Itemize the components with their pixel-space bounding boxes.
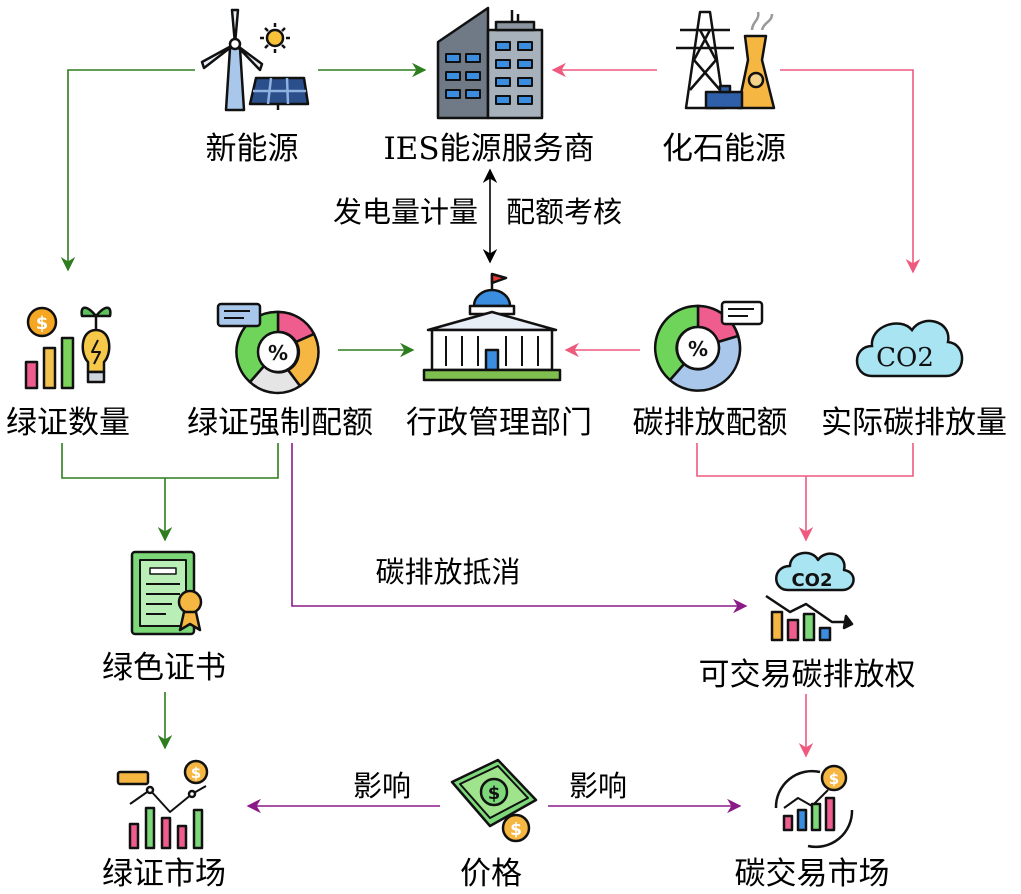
edge-new-energy-to-cert-quantity <box>60 69 195 272</box>
node-carbon-quota: 碳排放配额 <box>633 405 788 441</box>
node-tradable-carbon-right: 可交易碳排放权 <box>699 657 916 693</box>
node-new-energy: 新能源 <box>206 131 299 167</box>
quota-donut-icon: % <box>216 302 320 395</box>
edge-quota-offset <box>291 443 748 614</box>
label-influence-right: 影响 <box>569 769 627 803</box>
node-carbon-market: 碳交易市场 <box>735 856 890 892</box>
edge-cert-merge-to-green-cert <box>61 443 279 479</box>
banknote-icon: $ $ <box>450 758 538 843</box>
node-price: 价格 <box>460 856 522 892</box>
carbon-quota-donut-icon: % <box>653 300 764 392</box>
edge-fossil-to-actual-emission <box>780 69 921 274</box>
office-building-icon <box>436 6 544 120</box>
node-admin-dept: 行政管理部门 <box>406 405 592 441</box>
dollar-glyph-3: $ <box>488 783 501 804</box>
node-actual-emission: 实际碳排放量 <box>821 405 1007 441</box>
dollar-glyph: $ <box>36 313 49 334</box>
co2-cloud-icon: CO2 <box>855 319 964 378</box>
edge-labels: 发电量计量 配额考核 碳排放抵消 影响 影响 <box>333 195 627 803</box>
government-building-icon <box>422 272 562 382</box>
green-cert-quantity-icon: $ <box>24 306 112 390</box>
node-fossil-energy: 化石能源 <box>662 131 786 167</box>
label-influence-left: 影响 <box>353 769 411 803</box>
wind-solar-icon <box>200 8 310 112</box>
node-ies-provider: IES能源服务商 <box>383 131 594 167</box>
node-green-cert-market: 绿证市场 <box>102 856 226 892</box>
node-green-cert-quantity: 绿证数量 <box>6 405 130 441</box>
percent-glyph-2: % <box>688 337 708 361</box>
label-carbon-offset: 碳排放抵消 <box>375 555 520 589</box>
node-green-certificate: 绿色证书 <box>102 650 226 686</box>
node-labels: 新能源 IES能源服务商 化石能源 绿证数量 绿证强制配额 行政管理部门 碳排放… <box>6 131 1007 892</box>
co2-falling-chart-icon: CO2 <box>765 551 855 642</box>
label-generation-metering: 发电量计量 <box>333 195 478 229</box>
co2-chart-text: CO2 <box>791 570 832 591</box>
certificate-icon <box>130 550 203 636</box>
dollar-glyph-5: $ <box>829 770 839 788</box>
label-quota-assessment: 配额考核 <box>506 195 622 229</box>
green-cert-market-icon: $ <box>116 759 209 850</box>
carbon-market-icon: $ <box>774 764 854 849</box>
connectors <box>60 62 921 814</box>
power-plant-icon <box>676 10 776 110</box>
percent-glyph: % <box>268 341 288 365</box>
dollar-glyph-2: $ <box>191 764 201 782</box>
node-green-cert-quota: 绿证强制配额 <box>187 405 373 441</box>
co2-cloud-text: CO2 <box>876 343 934 373</box>
edge-carbon-merge <box>696 443 914 477</box>
dollar-glyph-4: $ <box>510 820 522 840</box>
